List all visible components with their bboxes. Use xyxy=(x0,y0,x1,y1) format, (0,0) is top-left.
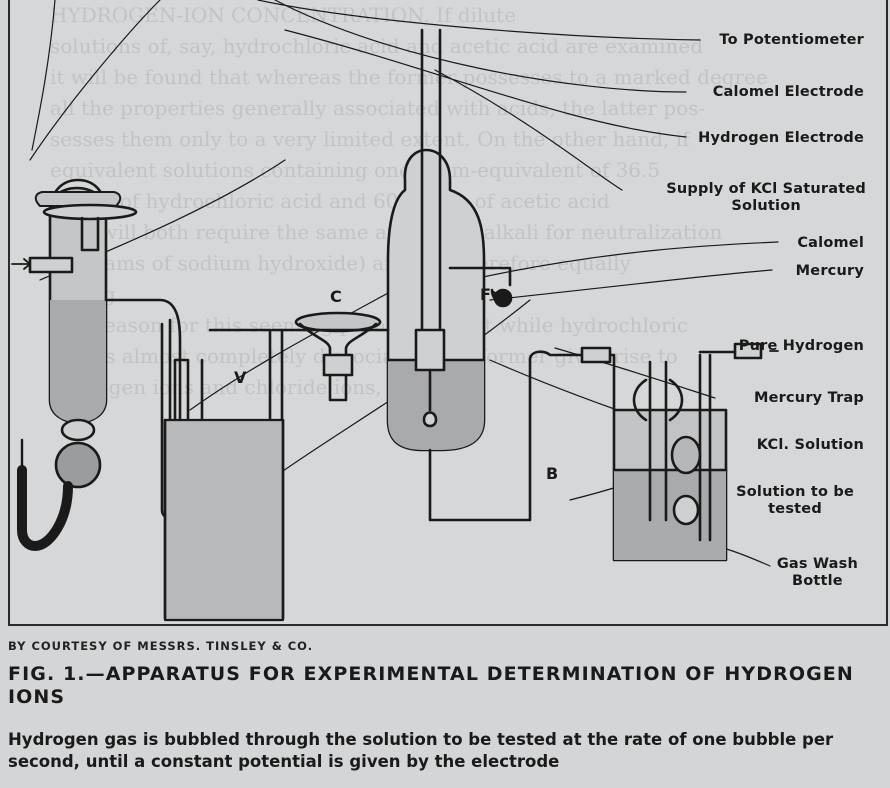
apparatus-drawing xyxy=(11,0,779,622)
leader-kcl-supply xyxy=(434,69,623,191)
figure-caption: Hydrogen gas is bubbled through the solu… xyxy=(8,730,834,771)
label-gas-wash-bottle: Gas Wash Bottle xyxy=(776,556,858,589)
bleed-line: it will be found that whereas the former… xyxy=(50,65,768,89)
u-tube-v xyxy=(160,322,285,622)
label-calomel-electrode: Calomel Electrode xyxy=(712,84,864,100)
hydrogen-generator xyxy=(11,178,182,551)
part-letter-c: C xyxy=(330,287,342,306)
label-to-potentiometer: To Potentiometer xyxy=(719,32,864,48)
label-mercury-trap: Mercury Trap xyxy=(754,390,864,406)
gas-wash-bottle xyxy=(580,342,779,562)
label-solution-tested: Solution to be tested xyxy=(736,484,854,517)
label-mercury: Mercury xyxy=(795,263,864,279)
leader-potentiometer xyxy=(257,0,701,41)
bleed-line: sesses them only to a very limited exten… xyxy=(50,127,690,151)
label-calomel: Calomel xyxy=(797,235,864,251)
leader-hydrogen-electrode xyxy=(284,29,687,138)
figure-title: FIG. 1.—APPARATUS FOR EXPERIMENTAL DETER… xyxy=(8,663,854,708)
part-letter-v: V xyxy=(234,368,247,387)
leader-calomel xyxy=(477,241,779,279)
label-pure-hydrogen: Pure Hydrogen xyxy=(738,338,864,354)
bleed-line: HYDROGEN-ION CONCENTRATION. If dilute xyxy=(50,3,517,27)
part-letter-b: B xyxy=(546,464,559,483)
part-letter-f: F xyxy=(480,285,491,304)
label-kcl-solution: KCl. Solution xyxy=(756,437,864,453)
leader-mercury xyxy=(489,269,773,301)
label-kcl-supply: Supply of KCl Saturated Solution xyxy=(666,181,866,214)
figure-credit: BY COURTESY OF MESSRS. TINSLEY & CO. xyxy=(8,639,314,653)
funnel-c xyxy=(294,311,382,402)
leader-calomel-electrode xyxy=(274,0,687,93)
electrode-vessel xyxy=(270,28,602,522)
label-hydrogen-electrode: Hydrogen Electrode xyxy=(698,130,864,146)
bleed-line: equivalent solutions containing one gram… xyxy=(50,158,661,182)
